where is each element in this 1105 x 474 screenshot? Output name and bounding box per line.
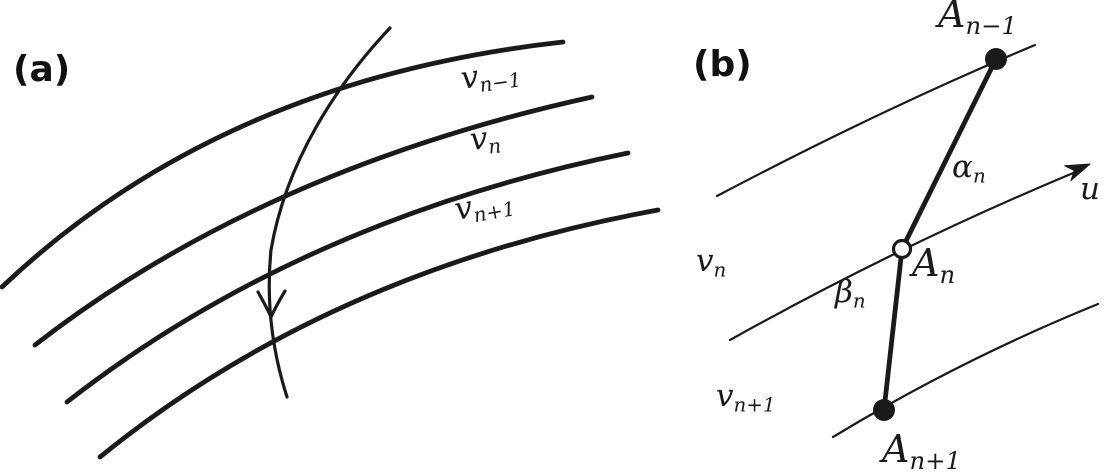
wavefront-curve-v-n-minus-1 <box>32 94 595 348</box>
label-sub-text: n <box>852 289 866 313</box>
label-base-text: u <box>1080 171 1100 207</box>
label-v-n-b: vn <box>696 243 726 280</box>
ray-arrowhead-icon <box>256 289 287 319</box>
point-a-n-plus-1 <box>873 399 895 421</box>
label-v-n-minus-1-a: vn−1 <box>458 56 522 97</box>
label-a-n-plus-1: An+1 <box>882 427 961 472</box>
panel-a-group <box>0 26 661 460</box>
label-sub-text: n+1 <box>733 393 776 417</box>
label-v-n-plus-1-a: vn+1 <box>452 185 517 227</box>
u-axis-arrowhead-icon <box>1064 163 1091 182</box>
label-beta-n: βn <box>835 274 866 311</box>
label-sub-text: n <box>972 164 986 188</box>
label-base-text: v <box>696 243 714 279</box>
label-sub-text: n <box>713 258 727 282</box>
label-sub-text: n <box>939 259 956 289</box>
curve-v-n-plus-1-b <box>831 302 1100 439</box>
label-sub-text: n+1 <box>909 445 961 474</box>
segment-alpha-n <box>899 56 999 252</box>
label-a-n: An <box>912 241 955 286</box>
wavefront-curve-v-n-plus-1 <box>97 207 661 460</box>
label-v-n-a: vn <box>468 120 503 159</box>
label-base-text: A <box>912 241 940 285</box>
segment-beta-n <box>881 246 905 413</box>
label-u-axis: u <box>1080 174 1100 205</box>
label-base-text: v <box>458 58 481 97</box>
label-base-text: v <box>468 120 490 158</box>
label-base-text: A <box>882 427 910 471</box>
label-sub-text: n <box>487 134 503 159</box>
label-base-text: α <box>952 149 973 185</box>
label-sub-text: n−1 <box>965 10 1017 40</box>
point-a-n-open <box>891 238 913 260</box>
panel-a-tag: (a) <box>13 49 71 90</box>
wavefront-curve-v-n <box>64 150 631 405</box>
label-base-text: A <box>938 0 966 36</box>
label-base-text: v <box>716 378 734 414</box>
curve-v-n-minus-1-b <box>715 43 1037 198</box>
ray-curve <box>267 26 392 399</box>
label-alpha-n: αn <box>952 149 986 186</box>
panel-b-group <box>715 43 1100 439</box>
label-a-n-minus-1: An−1 <box>938 0 1017 37</box>
point-a-n-minus-1 <box>985 48 1007 70</box>
wavefront-curve-top <box>0 39 566 290</box>
panel-b-tag: (b) <box>693 44 752 85</box>
label-base-text: β <box>835 274 853 310</box>
label-v-n-plus-1-b: vn+1 <box>716 378 776 415</box>
